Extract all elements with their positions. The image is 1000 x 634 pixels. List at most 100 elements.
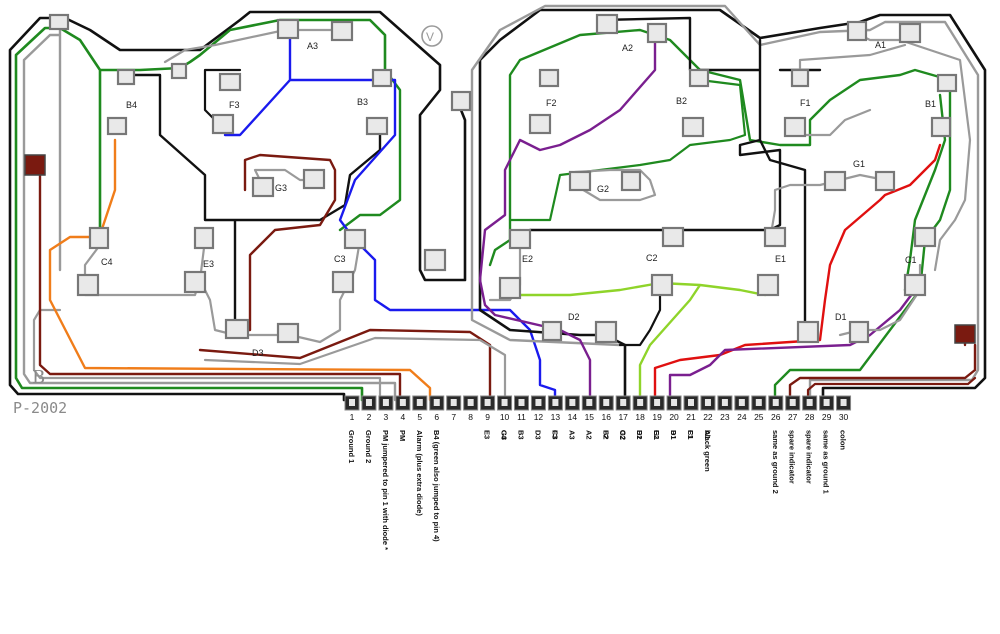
pin-description: G2 (618, 430, 627, 440)
connector-pin-contact (433, 399, 440, 406)
pin-number: 3 (384, 412, 389, 422)
wire-brown-left (38, 168, 402, 402)
pin-description: D2 (635, 430, 644, 440)
pad-g3-1 (251, 176, 275, 198)
pad-d1-2 (848, 320, 870, 344)
pad-e1-1 (763, 226, 787, 248)
pin-number: 10 (500, 412, 510, 422)
segment-label: G3 (275, 183, 287, 193)
pin-description: C1 (686, 430, 695, 440)
segment-label: D3 (252, 348, 264, 358)
pin-number: 30 (839, 412, 849, 422)
segment-label: A2 (622, 43, 633, 53)
wire-green-b3 (338, 68, 402, 232)
pin-description: Alarm (plus extra diode) (415, 430, 424, 516)
pin-description: E3 (483, 430, 492, 439)
pin-number: 29 (822, 412, 832, 422)
pad-b4-1 (116, 68, 136, 86)
connector-pin-contact (738, 399, 745, 406)
wire-black-c2 (618, 283, 662, 347)
pin-description: spare indicator (805, 430, 814, 484)
pad-a2-2 (646, 22, 668, 44)
pin-number: 27 (788, 412, 798, 422)
pin-number: 17 (618, 412, 628, 422)
pad-b3-2 (365, 116, 389, 136)
pin-number: 23 (720, 412, 730, 422)
pin-number: 9 (485, 412, 490, 422)
segment-label: A1 (875, 40, 886, 50)
wire-grey-outer-right (470, 4, 980, 402)
connector-pin-contact (569, 399, 576, 406)
pad-f3-1 (218, 72, 242, 92)
pin-number: 5 (417, 412, 422, 422)
segment-label: C2 (646, 253, 658, 263)
pin-number: 21 (686, 412, 696, 422)
wire-grey-a1 (848, 28, 972, 272)
segment-label: B4 (126, 100, 137, 110)
wire-brown-g3 (233, 153, 337, 332)
pad-c4-1 (88, 226, 110, 250)
pad-f2-1 (538, 68, 560, 88)
wire-green-b2 (508, 78, 747, 222)
pin-description: F1 (686, 430, 695, 439)
pad-g1-1 (823, 170, 847, 192)
pad-b1-2 (930, 116, 952, 138)
pad-d1-1 (796, 320, 820, 344)
pin-description: Ground 1 (347, 430, 356, 463)
wire-grey-f1 (793, 43, 907, 137)
pad-c2-2 (650, 273, 674, 297)
pin-number: 26 (771, 412, 781, 422)
segment-pads (24, 13, 976, 344)
pin-number: 2 (367, 412, 372, 422)
pad-g2-2 (620, 170, 642, 192)
pin-number: 15 (585, 412, 595, 422)
connector-pin-contact (552, 399, 559, 406)
connector-pin-contact (501, 399, 508, 406)
pin-description: Ground 2 (364, 430, 373, 463)
pin-number: 11 (517, 412, 526, 422)
segment-label: B3 (357, 97, 368, 107)
connector-pin-contact (399, 399, 406, 406)
pad-f3-2 (211, 113, 235, 135)
connector-pin-contact (586, 399, 593, 406)
pad-d2-2 (594, 320, 618, 344)
segment-label: G2 (597, 184, 609, 194)
connector-pin-contact (416, 399, 423, 406)
connector-pin-contact (704, 399, 711, 406)
connector-pin-contact (823, 399, 830, 406)
pad-c3-1 (343, 228, 367, 250)
segment-label: E2 (522, 254, 533, 264)
pad-b2-2 (681, 116, 705, 138)
pin-description: colon (839, 430, 848, 450)
connector-pin-contact (467, 399, 474, 406)
pin-number: 28 (805, 412, 815, 422)
pin-number: 4 (400, 412, 405, 422)
connector-pin-contact (806, 399, 813, 406)
segment-label: A3 (307, 41, 318, 51)
segment-label: F3 (229, 100, 240, 110)
pin-description: B2 (601, 430, 610, 440)
pin-description: F2 (601, 430, 610, 439)
corner-mark-v: V (421, 25, 443, 47)
segment-label: C4 (101, 257, 113, 267)
pad-b3-1 (371, 68, 393, 88)
pad-d3-1 (224, 318, 250, 340)
connector-pin-contact (535, 399, 542, 406)
pin-description: B4 (green also jumped to pin 4) (432, 430, 441, 542)
pad-top-mid-2 (450, 90, 472, 112)
pin-number: 18 (635, 412, 645, 422)
pad-g2-1 (568, 170, 592, 192)
pad-e3-2 (183, 270, 207, 294)
pad-e2-2 (498, 276, 522, 300)
connector-pin-contact (840, 399, 847, 406)
pin-number: 24 (737, 412, 747, 422)
pin-number: 12 (534, 412, 544, 422)
pin-description: black green (703, 430, 712, 472)
segment-label: E3 (203, 259, 214, 269)
pad-b1-1 (936, 73, 958, 93)
pin-number: 1 (350, 412, 355, 422)
pin-number: 13 (551, 412, 561, 422)
pin-description: G1 (652, 430, 661, 440)
